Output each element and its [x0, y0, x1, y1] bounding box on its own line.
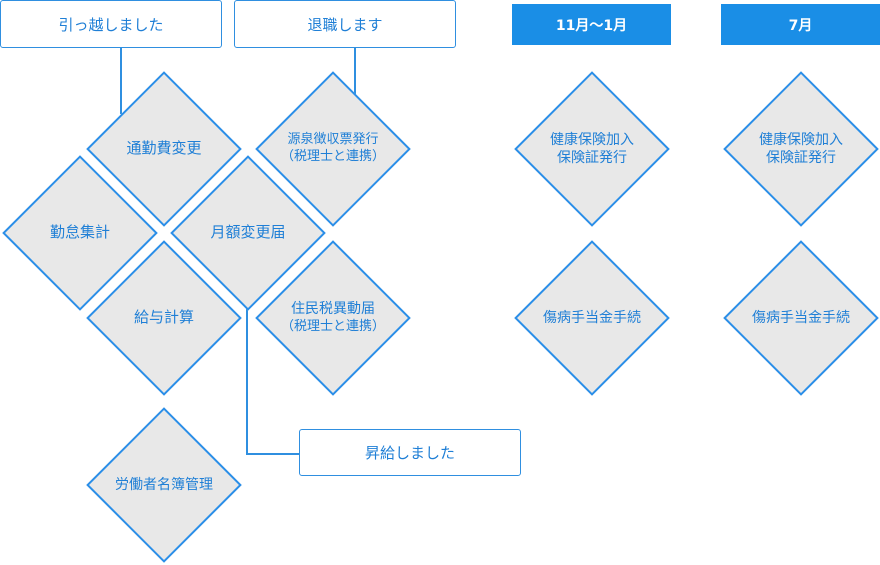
- diamond-health-ins-a-label: 健康保険加入 保険証発行: [514, 71, 670, 227]
- health-ins-a-line2: 保険証発行: [557, 150, 627, 166]
- diamond-commute-label: 通勤費変更: [86, 71, 242, 227]
- diamond-payroll-label: 給与計算: [86, 240, 242, 396]
- moved-tag: 引っ越しました: [0, 0, 222, 48]
- monthly-change-text: 月額変更届: [210, 223, 286, 242]
- diamond-attendance: 勤怠集計: [2, 155, 158, 311]
- raise-tag-label: 昇給しました: [364, 444, 455, 462]
- connector-retire-to-withholding: [354, 48, 356, 94]
- connector-to-raise: [246, 453, 300, 455]
- diamond-sickness-a: 傷病手当金手続: [514, 240, 670, 396]
- diamond-sickness-b: 傷病手当金手続: [723, 240, 879, 396]
- diamond-monthly-change: 月額変更届: [170, 155, 326, 311]
- raise-tag: 昇給しました: [299, 429, 521, 476]
- diamond-monthly-change-label: 月額変更届: [170, 155, 326, 311]
- retire-tag-label: 退職します: [307, 15, 383, 34]
- moved-tag-label: 引っ越しました: [58, 15, 164, 34]
- sickness-a-text: 傷病手当金手続: [543, 309, 641, 326]
- retire-tag: 退職します: [234, 0, 456, 48]
- diamond-sickness-a-label: 傷病手当金手続: [514, 240, 670, 396]
- diamond-health-ins-b: 健康保険加入 保険証発行: [723, 71, 879, 227]
- diamond-resident-tax-label: 住民税異動届 （税理士と連携）: [255, 240, 411, 396]
- withholding-note: （税理士と連携）: [280, 149, 385, 164]
- diamond-health-ins-a: 健康保険加入 保険証発行: [514, 71, 670, 227]
- diamond-withholding: 源泉徴収票発行 （税理士と連携）: [255, 71, 411, 227]
- attendance-text: 勤怠集計: [49, 223, 110, 242]
- connector-moved-to-commute: [120, 48, 122, 114]
- header-july: 7月: [721, 4, 880, 45]
- diamond-attendance-label: 勤怠集計: [2, 155, 158, 311]
- diamond-withholding-label: 源泉徴収票発行 （税理士と連携）: [255, 71, 411, 227]
- connector-monthly-change-down: [246, 306, 248, 454]
- header-july-label: 7月: [788, 17, 813, 34]
- labor-register-text: 労働者名簿管理: [115, 476, 213, 493]
- diamond-labor-register: 労働者名簿管理: [86, 407, 242, 563]
- diamond-resident-tax: 住民税異動届 （税理士と連携）: [255, 240, 411, 396]
- diamond-health-ins-b-label: 健康保険加入 保険証発行: [723, 71, 879, 227]
- health-ins-b-line2: 保険証発行: [766, 150, 836, 166]
- health-ins-a-line1: 健康保険加入: [550, 131, 634, 148]
- commute-text: 通勤費変更: [126, 139, 202, 158]
- payroll-text: 給与計算: [133, 308, 194, 327]
- diamond-commute: 通勤費変更: [86, 71, 242, 227]
- diamond-labor-register-label: 労働者名簿管理: [86, 407, 242, 563]
- diamond-payroll: 給与計算: [86, 240, 242, 396]
- diamond-sickness-b-label: 傷病手当金手続: [723, 240, 879, 396]
- resident-tax-note: （税理士と連携）: [280, 318, 385, 334]
- header-nov-jan: 11月〜1月: [512, 4, 671, 45]
- withholding-text: 源泉徴収票発行: [287, 132, 379, 148]
- health-ins-b-line1: 健康保険加入: [759, 131, 843, 148]
- header-nov-jan-label: 11月〜1月: [555, 17, 628, 34]
- resident-tax-text: 住民税異動届: [291, 301, 375, 318]
- sickness-b-text: 傷病手当金手続: [752, 309, 850, 326]
